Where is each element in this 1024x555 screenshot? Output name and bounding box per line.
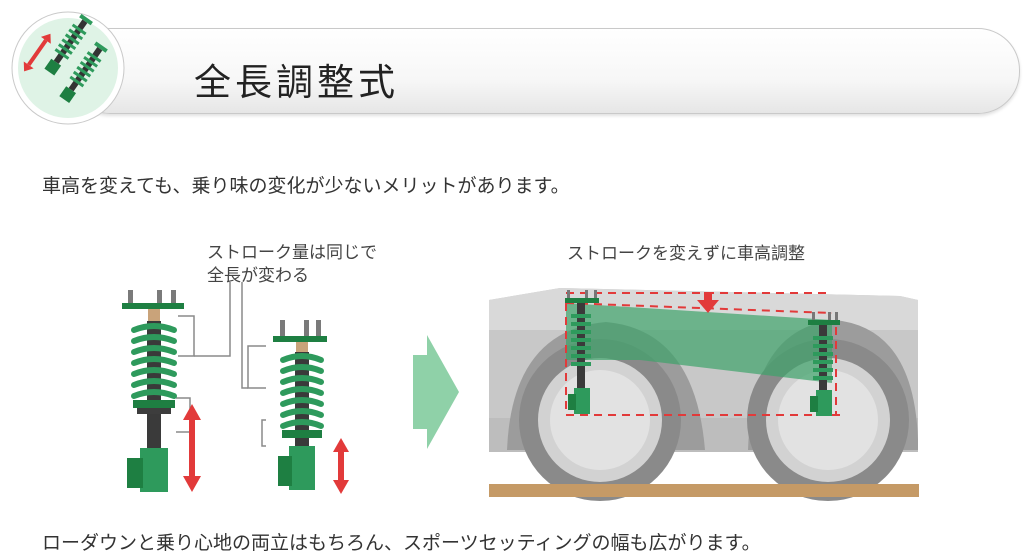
leader-lines bbox=[176, 282, 266, 447]
shock-absorber-short bbox=[273, 320, 327, 490]
left-caption: ストローク量は同じで 全長が変わる bbox=[207, 243, 377, 286]
footer-text: ローダウンと乗り心地の両立はもちろん、スポーツセッティングの幅も広がります。 bbox=[42, 532, 761, 554]
shock-absorber-long bbox=[122, 290, 184, 492]
arrow-up-down-left bbox=[183, 404, 201, 492]
right-caption: ストロークを変えずに車高調整 bbox=[567, 244, 805, 264]
header-box bbox=[68, 28, 1020, 114]
coilover-icon bbox=[11, 11, 125, 125]
arrow-up-down-right bbox=[333, 438, 349, 494]
intro-text: 車高を変えても、乗り味の変化が少ないメリットがあります。 bbox=[42, 175, 570, 197]
flow-arrow bbox=[413, 335, 459, 449]
car-illustration bbox=[489, 288, 919, 501]
page-title: 全長調整式 bbox=[194, 61, 399, 104]
header-banner: 全長調整式 bbox=[8, 8, 1020, 125]
